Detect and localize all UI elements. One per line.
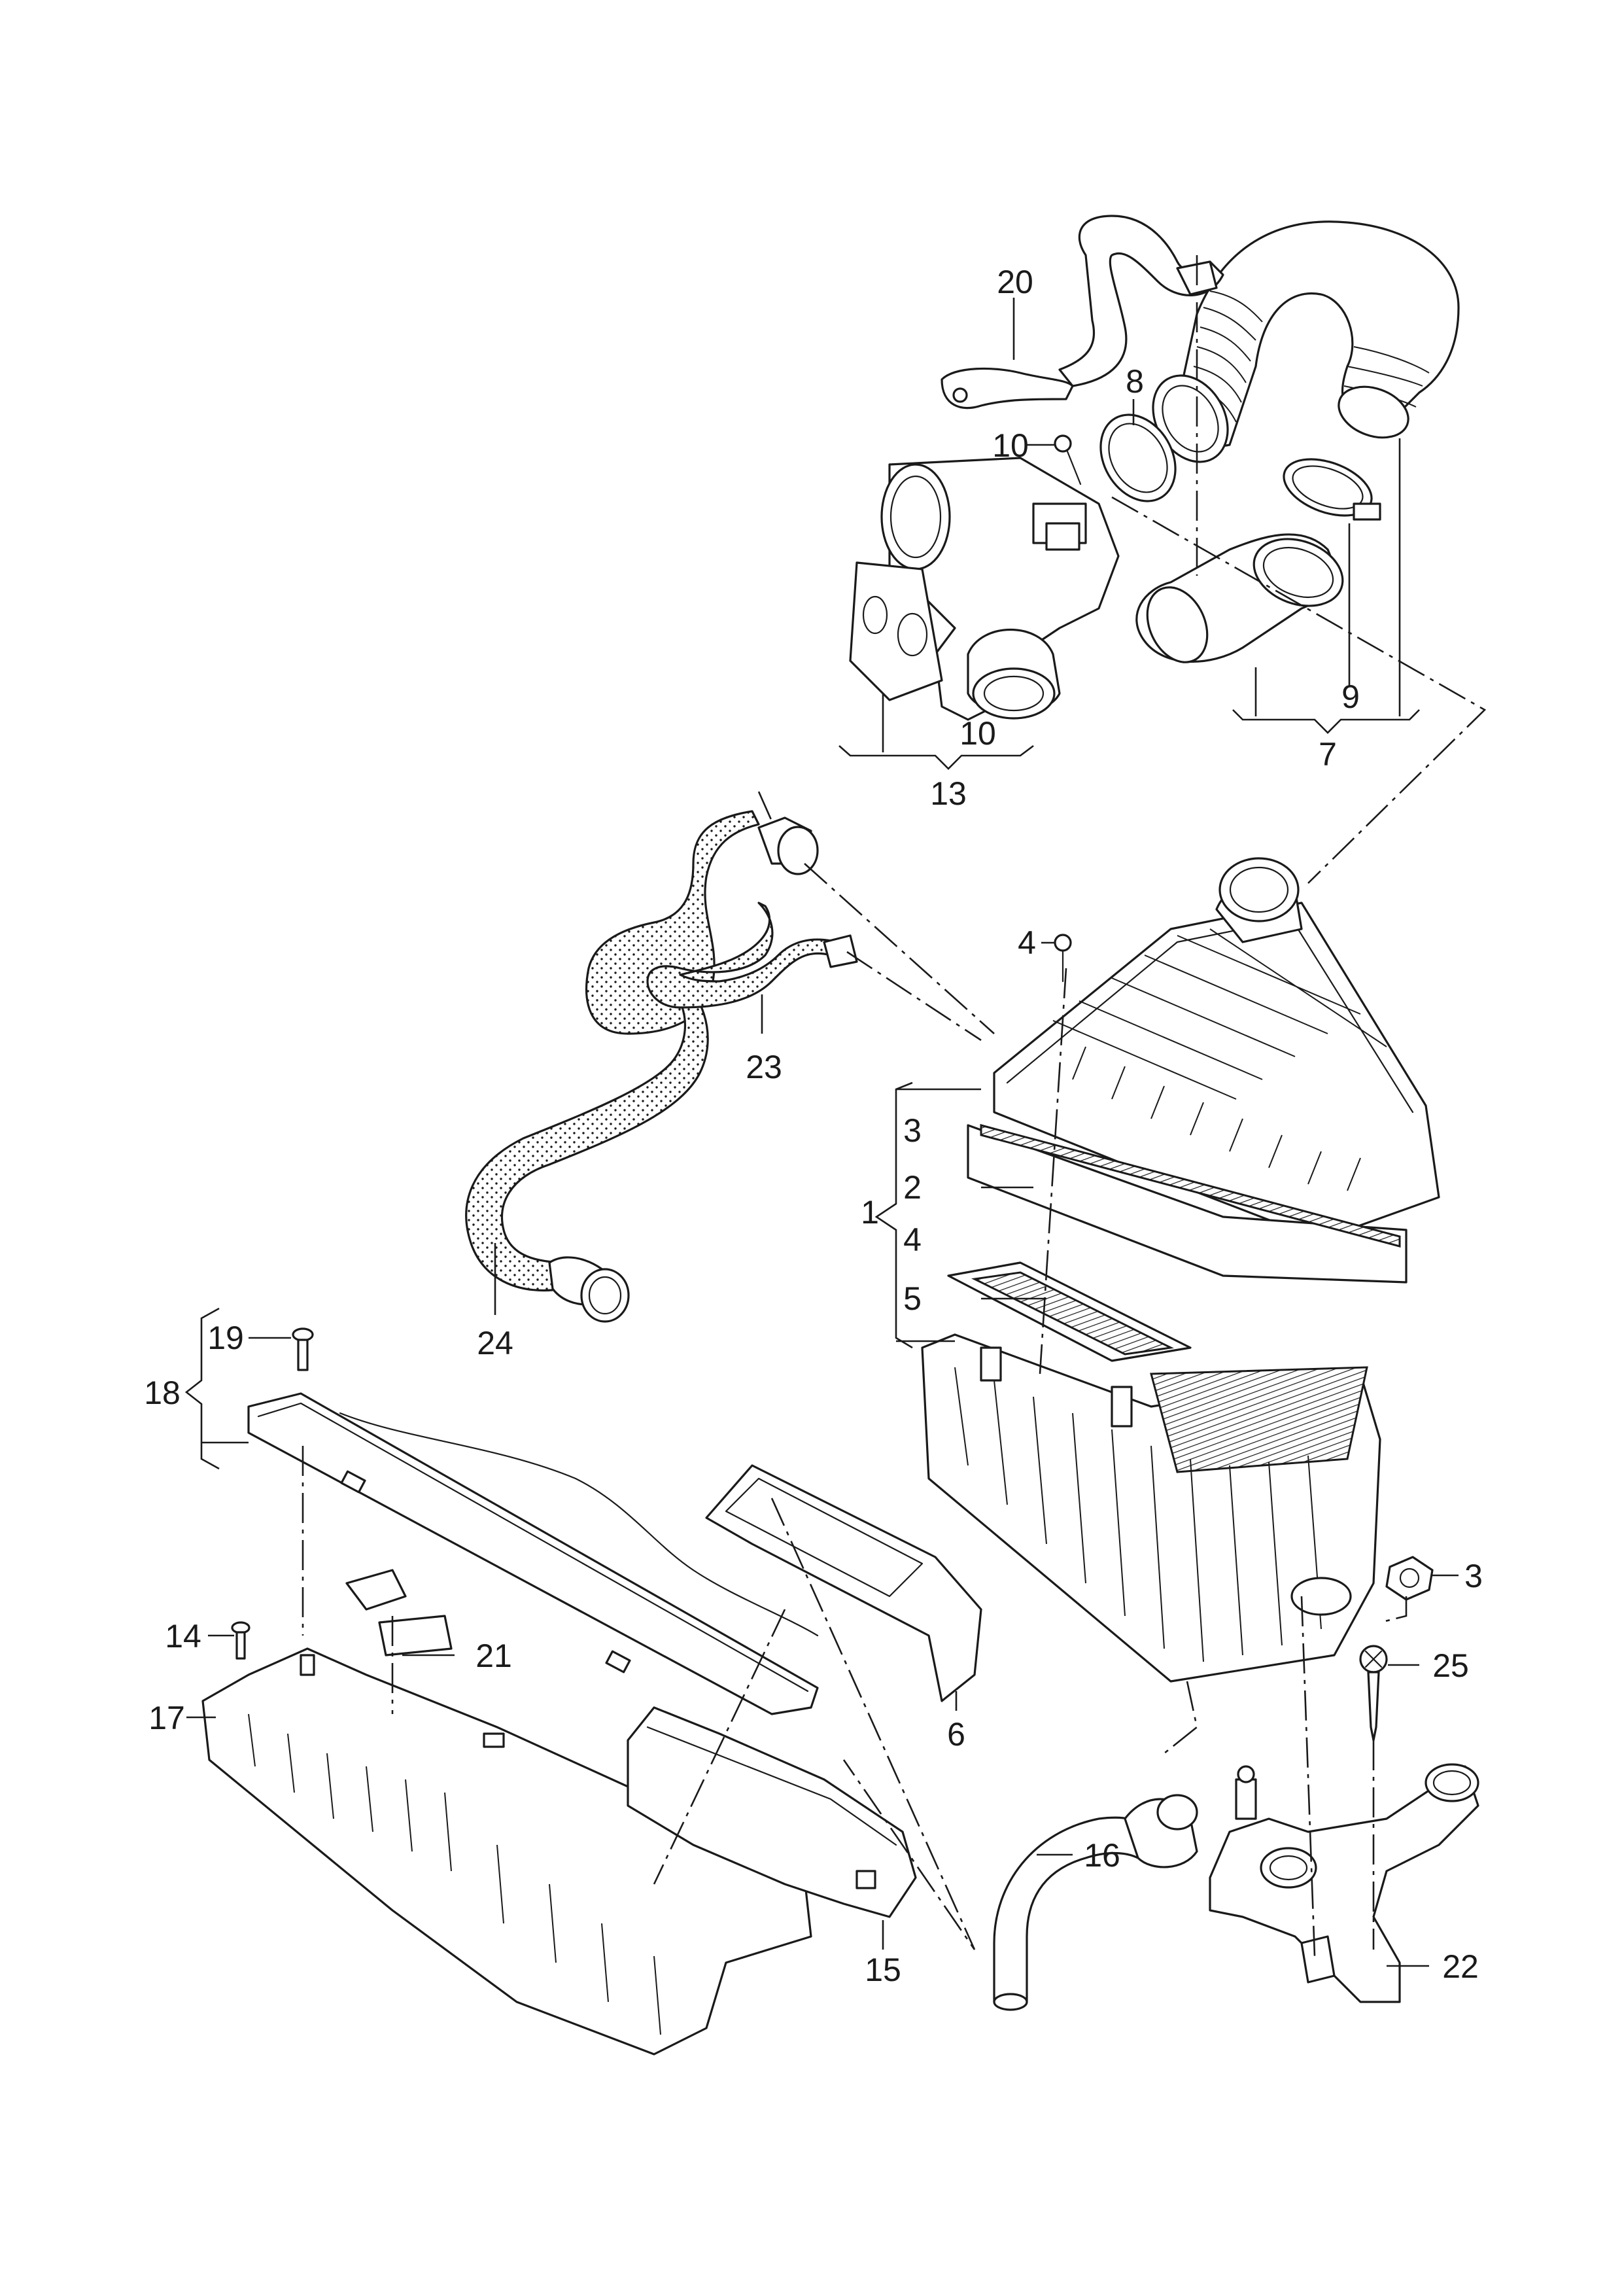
callout-15: 15 [865,1952,901,1988]
callout-4-bolt: 4 [1018,924,1036,961]
air-duct [705,1464,982,1702]
callout-22: 22 [1442,1948,1479,1985]
air-filter-element [967,1124,1408,1284]
callout-8: 8 [1126,363,1144,400]
air-filter-housing-lower [921,1333,1381,1683]
callout-9: 9 [1341,678,1360,715]
callout-13: 13 [930,775,967,812]
callout-23: 23 [746,1049,782,1085]
callout-2: 2 [903,1169,922,1206]
callout-5: 5 [903,1280,922,1317]
callout-14: 14 [165,1618,201,1655]
callout-24: 24 [477,1325,513,1361]
callout-16: 16 [1084,1837,1120,1874]
callout-18: 18 [144,1375,181,1411]
filter-gasket [947,1261,1192,1362]
air-filter-housing-cover [993,857,1440,1231]
callout-3-nut: 3 [1464,1558,1483,1594]
air-guide-cover [247,1392,819,1715]
air-guide-15 [627,1706,917,1918]
callout-10-bolt: 10 [992,427,1029,464]
callout-6: 6 [947,1716,965,1753]
callout-1: 1 [861,1194,879,1231]
breather-hose [465,810,858,1323]
callout-4-element: 4 [903,1221,922,1258]
drain-hose [993,1794,1198,2011]
callout-7: 7 [1319,736,1337,773]
callout-17: 17 [148,1700,185,1736]
front-air-guide [201,1647,812,2056]
callout-19: 19 [207,1320,244,1356]
throttle-body-assembly [849,434,1120,721]
insulator-pad [345,1569,453,1656]
intake-pipe-assembly [941,215,1460,663]
mounting-bracket [1209,1763,1479,2003]
callout-25: 25 [1432,1647,1469,1684]
callout-labels: 20 8 10 10 13 9 7 4 23 3 2 1 4 5 24 19 1… [144,264,1483,1988]
callout-21: 21 [475,1638,512,1674]
leader-lines [184,255,1487,1967]
callout-3-cover: 3 [903,1112,922,1149]
callout-20: 20 [997,264,1033,300]
callout-10-gasket: 10 [959,715,996,752]
fasteners [231,934,1434,1742]
